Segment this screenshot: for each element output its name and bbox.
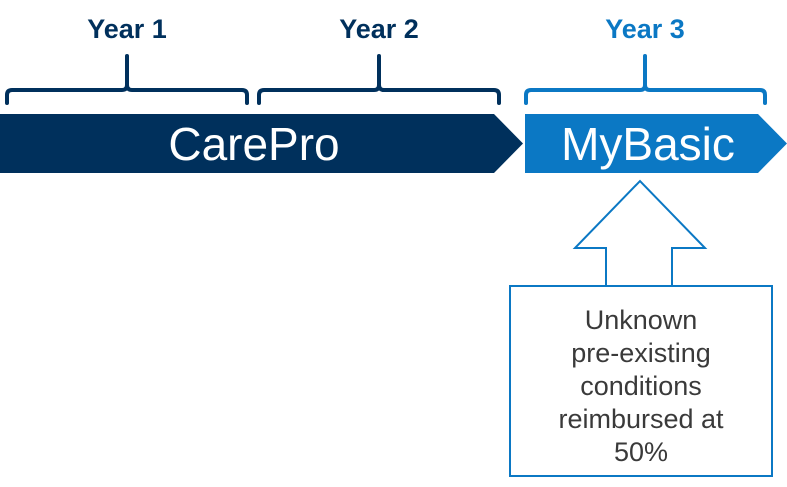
- mybasic-label: MyBasic: [561, 118, 735, 170]
- year-1-brace: [5, 54, 249, 105]
- callout-line-2: pre-existing: [571, 337, 711, 368]
- carepro-label: CarePro: [168, 118, 339, 170]
- up-arrow-outline: [572, 179, 708, 286]
- callout-line-5: 50%: [613, 436, 669, 467]
- callout-line-1: Unknown: [584, 304, 698, 335]
- year-3-brace: [524, 54, 767, 105]
- callout-box: [509, 285, 773, 477]
- mybasic-arrow-bar: [525, 114, 787, 173]
- callout-line-4: reimbursed at: [558, 403, 724, 434]
- year-2-brace: [257, 54, 501, 105]
- year-3-label: Year 3: [605, 14, 685, 44]
- carepro-arrow-bar: [0, 114, 523, 173]
- year-2-label: Year 2: [339, 14, 419, 44]
- year-1-label: Year 1: [87, 14, 167, 44]
- callout-line-3: conditions: [580, 370, 702, 401]
- callout-text: Unknown pre-existing conditions reimburs…: [510, 296, 772, 476]
